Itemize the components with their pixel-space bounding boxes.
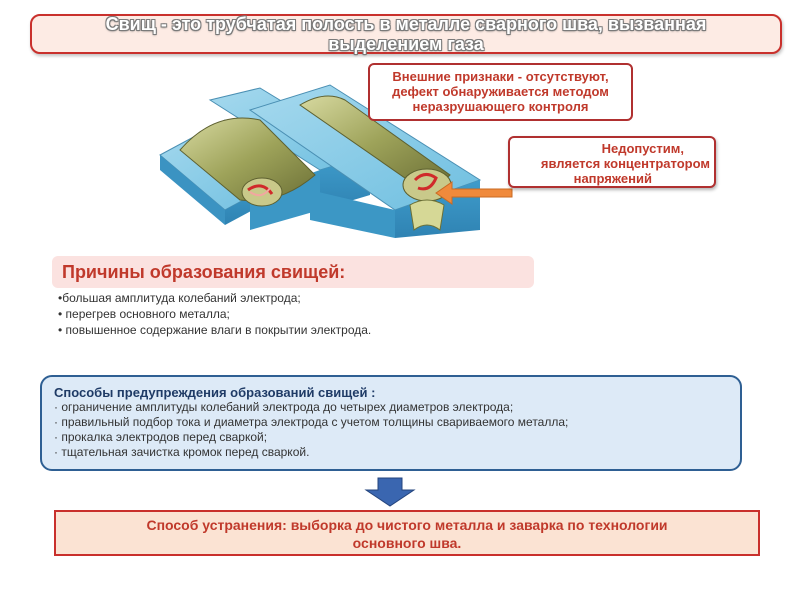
callout-unacceptable: Недопустим, является концентратором напр…: [508, 136, 716, 188]
callout-external-line-3: неразрушающего контроля: [412, 99, 589, 114]
pointer-arrow-icon: [435, 181, 513, 205]
title-banner: Свищ - это трубчатая полость в металле с…: [30, 14, 782, 54]
causes-heading: Причины образования свищей:: [52, 256, 534, 288]
fix-method-box: Способ устранения: выборка до чистого ме…: [54, 510, 760, 556]
callout-external-line-1: Внешние признаки - отсутствуют,: [392, 69, 609, 84]
prevention-item: · правильный подбор тока и диаметра элек…: [54, 415, 569, 429]
cause-item: • повышенное содержание влаги в покрытии…: [58, 323, 372, 337]
down-arrow-icon: [364, 477, 416, 507]
prevention-item: · тщательная зачистка кромок перед сварк…: [54, 445, 310, 459]
cause-item: • перегрев основного металла;: [58, 307, 230, 321]
causes-list: •большая амплитуда колебаний электрода; …: [58, 290, 558, 338]
weld-illustration: [159, 84, 482, 238]
callout-unacceptable-line-2: является концентратором: [540, 156, 710, 171]
fix-line-1: Способ устранения: выборка до чистого ме…: [146, 517, 668, 533]
fix-line-2: основного шва.: [352, 535, 462, 551]
prevention-item: · прокалка электродов перед сваркой;: [54, 430, 268, 444]
prevention-item: · ограничение амплитуды колебаний электр…: [54, 400, 514, 414]
title-line-1: Свищ - это трубчатая полость в металле с…: [105, 14, 707, 34]
callout-external-line-2: дефект обнаруживается методом: [392, 84, 609, 99]
cause-item: •большая амплитуда колебаний электрода;: [58, 291, 301, 305]
callout-external-signs: Внешние признаки - отсутствуют, дефект о…: [368, 63, 633, 121]
prevention-box: Способы предупреждения образований свище…: [40, 375, 742, 471]
prevention-heading: Способы предупреждения образований свище…: [54, 385, 376, 400]
callout-unacceptable-line-3: напряжений: [573, 171, 652, 186]
left-weld-bead: [179, 117, 316, 207]
callout-unacceptable-line-1: Недопустим,: [601, 141, 684, 156]
title-line-2: выделением газа: [328, 34, 484, 54]
